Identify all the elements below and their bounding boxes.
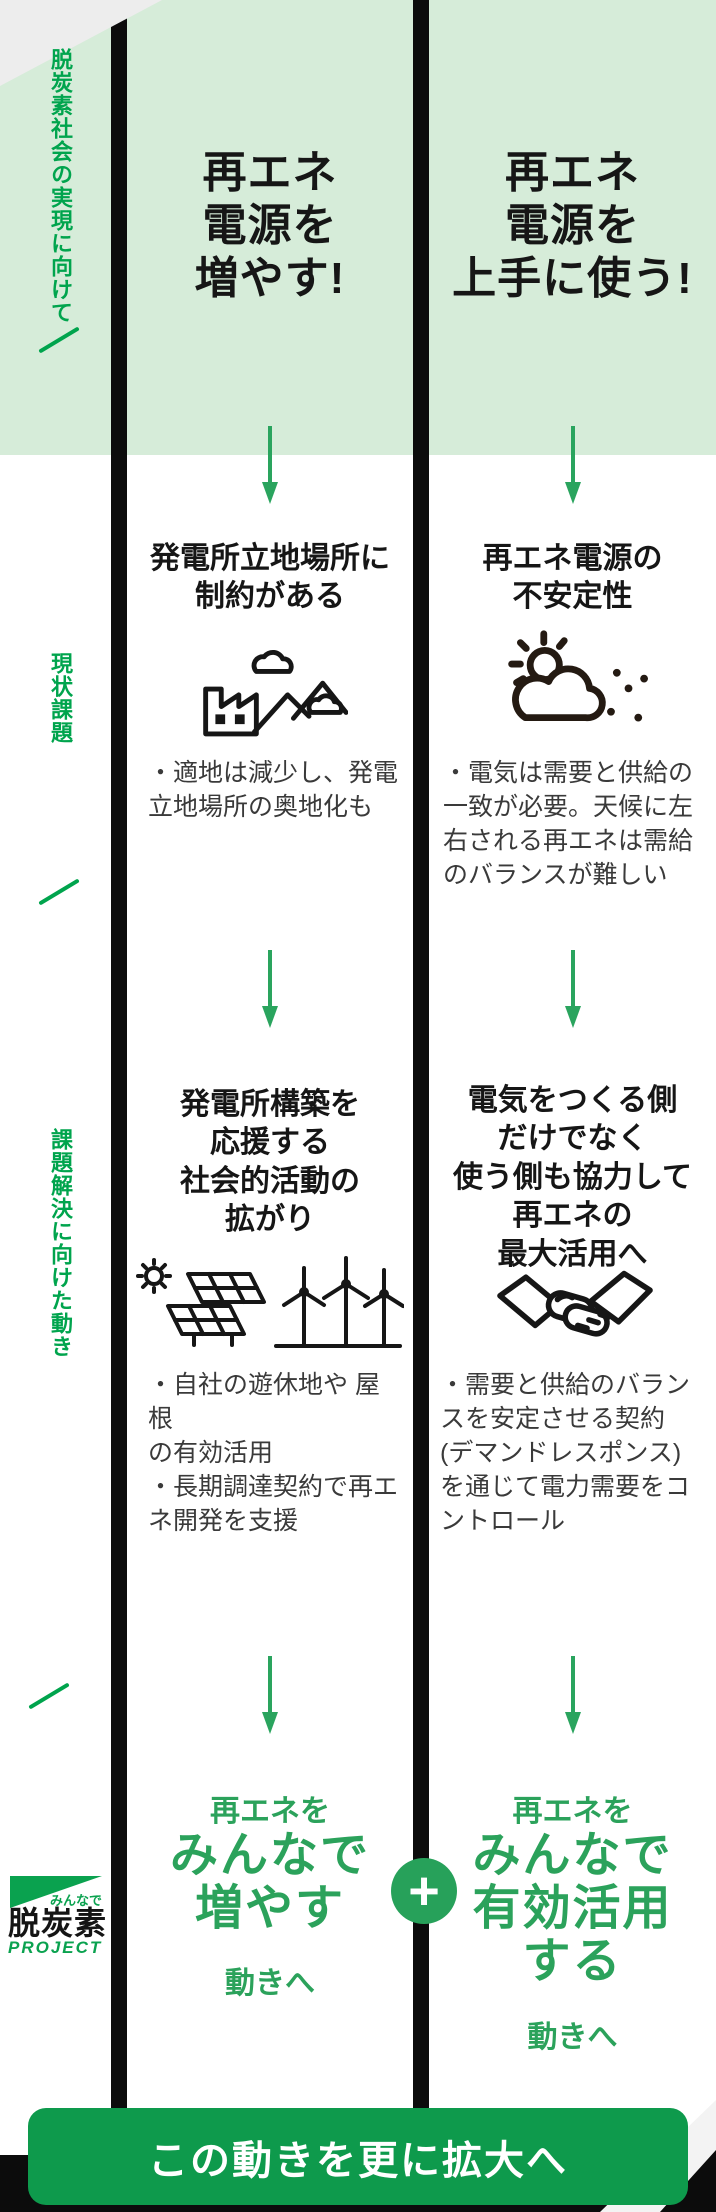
column2-outcome-main: みんなで 有効活用 する: [472, 1829, 673, 1988]
handshake-icon: [495, 1268, 655, 1356]
down-arrow-icon: [564, 950, 582, 1030]
factory-mountains-icon: [192, 638, 348, 742]
column1-issue-bullets: ・適地は減少し、発電 立地場所の奥地化も: [148, 759, 399, 821]
logo-title-text: 脱炭素: [8, 1905, 108, 1941]
column2-outcome-lead: 再エネを: [512, 1795, 633, 1828]
sidebar-item-solutions: 課題解決に向けた動き: [48, 1128, 73, 1358]
column-divider-right: [413, 0, 429, 2212]
sun-cloud-rain-icon: [490, 628, 656, 740]
column1-issue-title: 発電所立地場所に 制約がある: [150, 542, 390, 614]
solar-panel-wind-turbine-icon: [136, 1250, 404, 1350]
column2-solution-bullets: ・需要と供給のバラン スを安定させる契約 (デマンドレスポンス) を通じて電力需…: [440, 1371, 691, 1535]
column1-solution-title: 発電所構築を 応援する 社会的活動の 拡がり: [180, 1088, 360, 1237]
down-arrow-icon: [261, 950, 279, 1030]
column1-outcome-lead: 再エネを: [210, 1795, 330, 1828]
plus-icon: +: [391, 1858, 457, 1924]
minna-de-datsutanso-project-logo: みんなで 脱炭素 PROJECT: [8, 1876, 112, 1966]
down-arrow-icon: [261, 426, 279, 506]
column2-outcome-tail: 動きへ: [527, 2021, 618, 2054]
column1-header: 再エネ 電源を 増やす!: [194, 148, 346, 304]
column2-issue-bullets: ・電気は需要と供給の 一致が必要。天候に左 右される再エネは需給 のバランスが難…: [443, 759, 694, 889]
column2-header: 再エネ 電源を 上手に使う!: [452, 148, 693, 304]
logo-subtitle-text: PROJECT: [8, 1938, 103, 1957]
expand-movement-button[interactable]: この動きを更に拡大へ: [28, 2108, 688, 2205]
column-divider-left: [111, 0, 127, 2212]
column1-outcome-main: みんなで 増やす: [169, 1829, 370, 1935]
down-arrow-icon: [564, 1656, 582, 1736]
plus-symbol: +: [408, 1861, 440, 1921]
down-arrow-icon: [564, 426, 582, 506]
column2-issue-title: 再エネ電源の 不安定性: [482, 542, 663, 614]
sidebar-item-current-issues: 現状課題: [48, 652, 73, 744]
logo-badge-text: みんなで: [50, 1893, 103, 1908]
down-arrow-icon: [261, 1656, 279, 1736]
column1-solution-bullets: ・自社の遊休地や 屋根 の有効活用 ・長期調達契約で再エ ネ開発を支援: [148, 1371, 399, 1535]
column1-outcome-tail: 動きへ: [225, 1967, 315, 2000]
sidebar-slash-3: [28, 1682, 70, 1710]
column2-solution-title: 電気をつくる側 だけでなく 使う側も協力して 再エネの 最大活用へ: [452, 1084, 693, 1271]
sidebar-item-goal: 脱炭素社会の実現に向けて: [48, 48, 73, 324]
sidebar-slash-2: [38, 878, 80, 906]
